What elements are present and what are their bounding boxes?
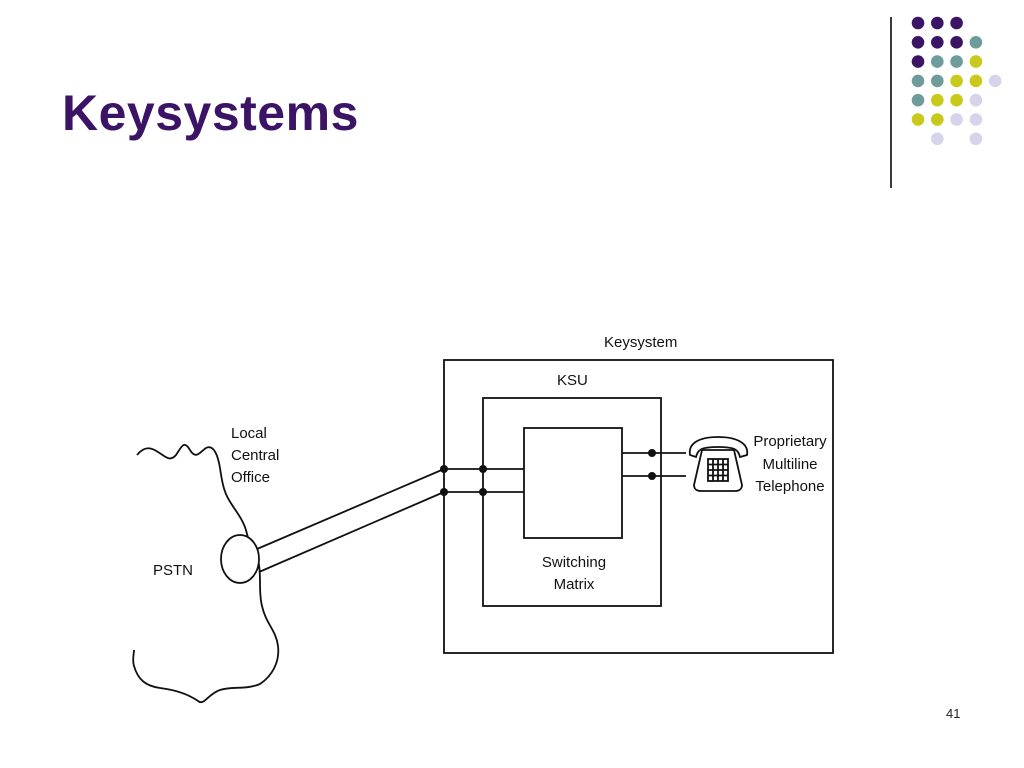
decorative-dot (950, 74, 963, 88)
junction-dot (440, 488, 448, 496)
decorative-dot (969, 55, 983, 68)
decorative-dot (969, 113, 983, 126)
decorative-dot (969, 74, 983, 88)
decorative-dot (931, 74, 944, 88)
central-office-label-line-3: Office (231, 469, 270, 486)
decorative-dot (911, 16, 925, 30)
decorative-dot (950, 113, 963, 126)
junction-dot (440, 465, 448, 473)
central-office-circle (220, 534, 260, 584)
decorative-dot-grid (911, 16, 1002, 146)
keysystem-box (443, 359, 834, 654)
decorative-dot (988, 74, 1002, 88)
keysystem-label: Keysystem (604, 334, 677, 351)
junction-dot (648, 472, 656, 480)
decorative-dot (931, 36, 944, 49)
ksu-label: KSU (557, 372, 588, 389)
page-number: 41 (946, 706, 961, 721)
decorative-dot (931, 16, 944, 30)
phone-label-line-2: Multiline (762, 456, 817, 473)
central-office-label-line-1: Local (231, 425, 267, 442)
decorative-dot (911, 36, 925, 49)
junction-dot (479, 488, 487, 496)
decorative-dot (911, 113, 925, 126)
decorative-dot (950, 93, 963, 107)
decorative-dot (911, 55, 925, 68)
trunk-line-1 (256, 468, 445, 550)
decorative-dot (950, 16, 963, 30)
decorative-dot (950, 55, 963, 68)
junction-dot (648, 449, 656, 457)
decorative-dot (969, 36, 983, 49)
switching-matrix-label-line-2: Matrix (554, 576, 595, 593)
decorative-dot (969, 132, 983, 146)
trunk-line-2 (258, 491, 445, 573)
central-office-label-line-2: Central (231, 447, 279, 464)
pstn-label: PSTN (153, 562, 193, 579)
decorative-dot (911, 74, 925, 88)
title-divider-line (890, 17, 892, 188)
junction-dot (479, 465, 487, 473)
decorative-dot (911, 93, 925, 107)
decorative-dot (931, 132, 944, 146)
telephone-icon (688, 436, 749, 492)
slide-title: Keysystems (62, 85, 359, 141)
decorative-dot (931, 93, 944, 107)
phone-label-line-3: Telephone (755, 478, 824, 495)
decorative-dot (931, 55, 944, 68)
phone-label-line-1: Proprietary (753, 433, 827, 450)
decorative-dot (950, 36, 963, 49)
switching-matrix-box (523, 427, 623, 539)
decorative-dot (931, 113, 944, 126)
decorative-dot (969, 93, 983, 107)
switching-matrix-label-line-1: Switching (542, 554, 606, 571)
ksu-box (482, 397, 662, 607)
